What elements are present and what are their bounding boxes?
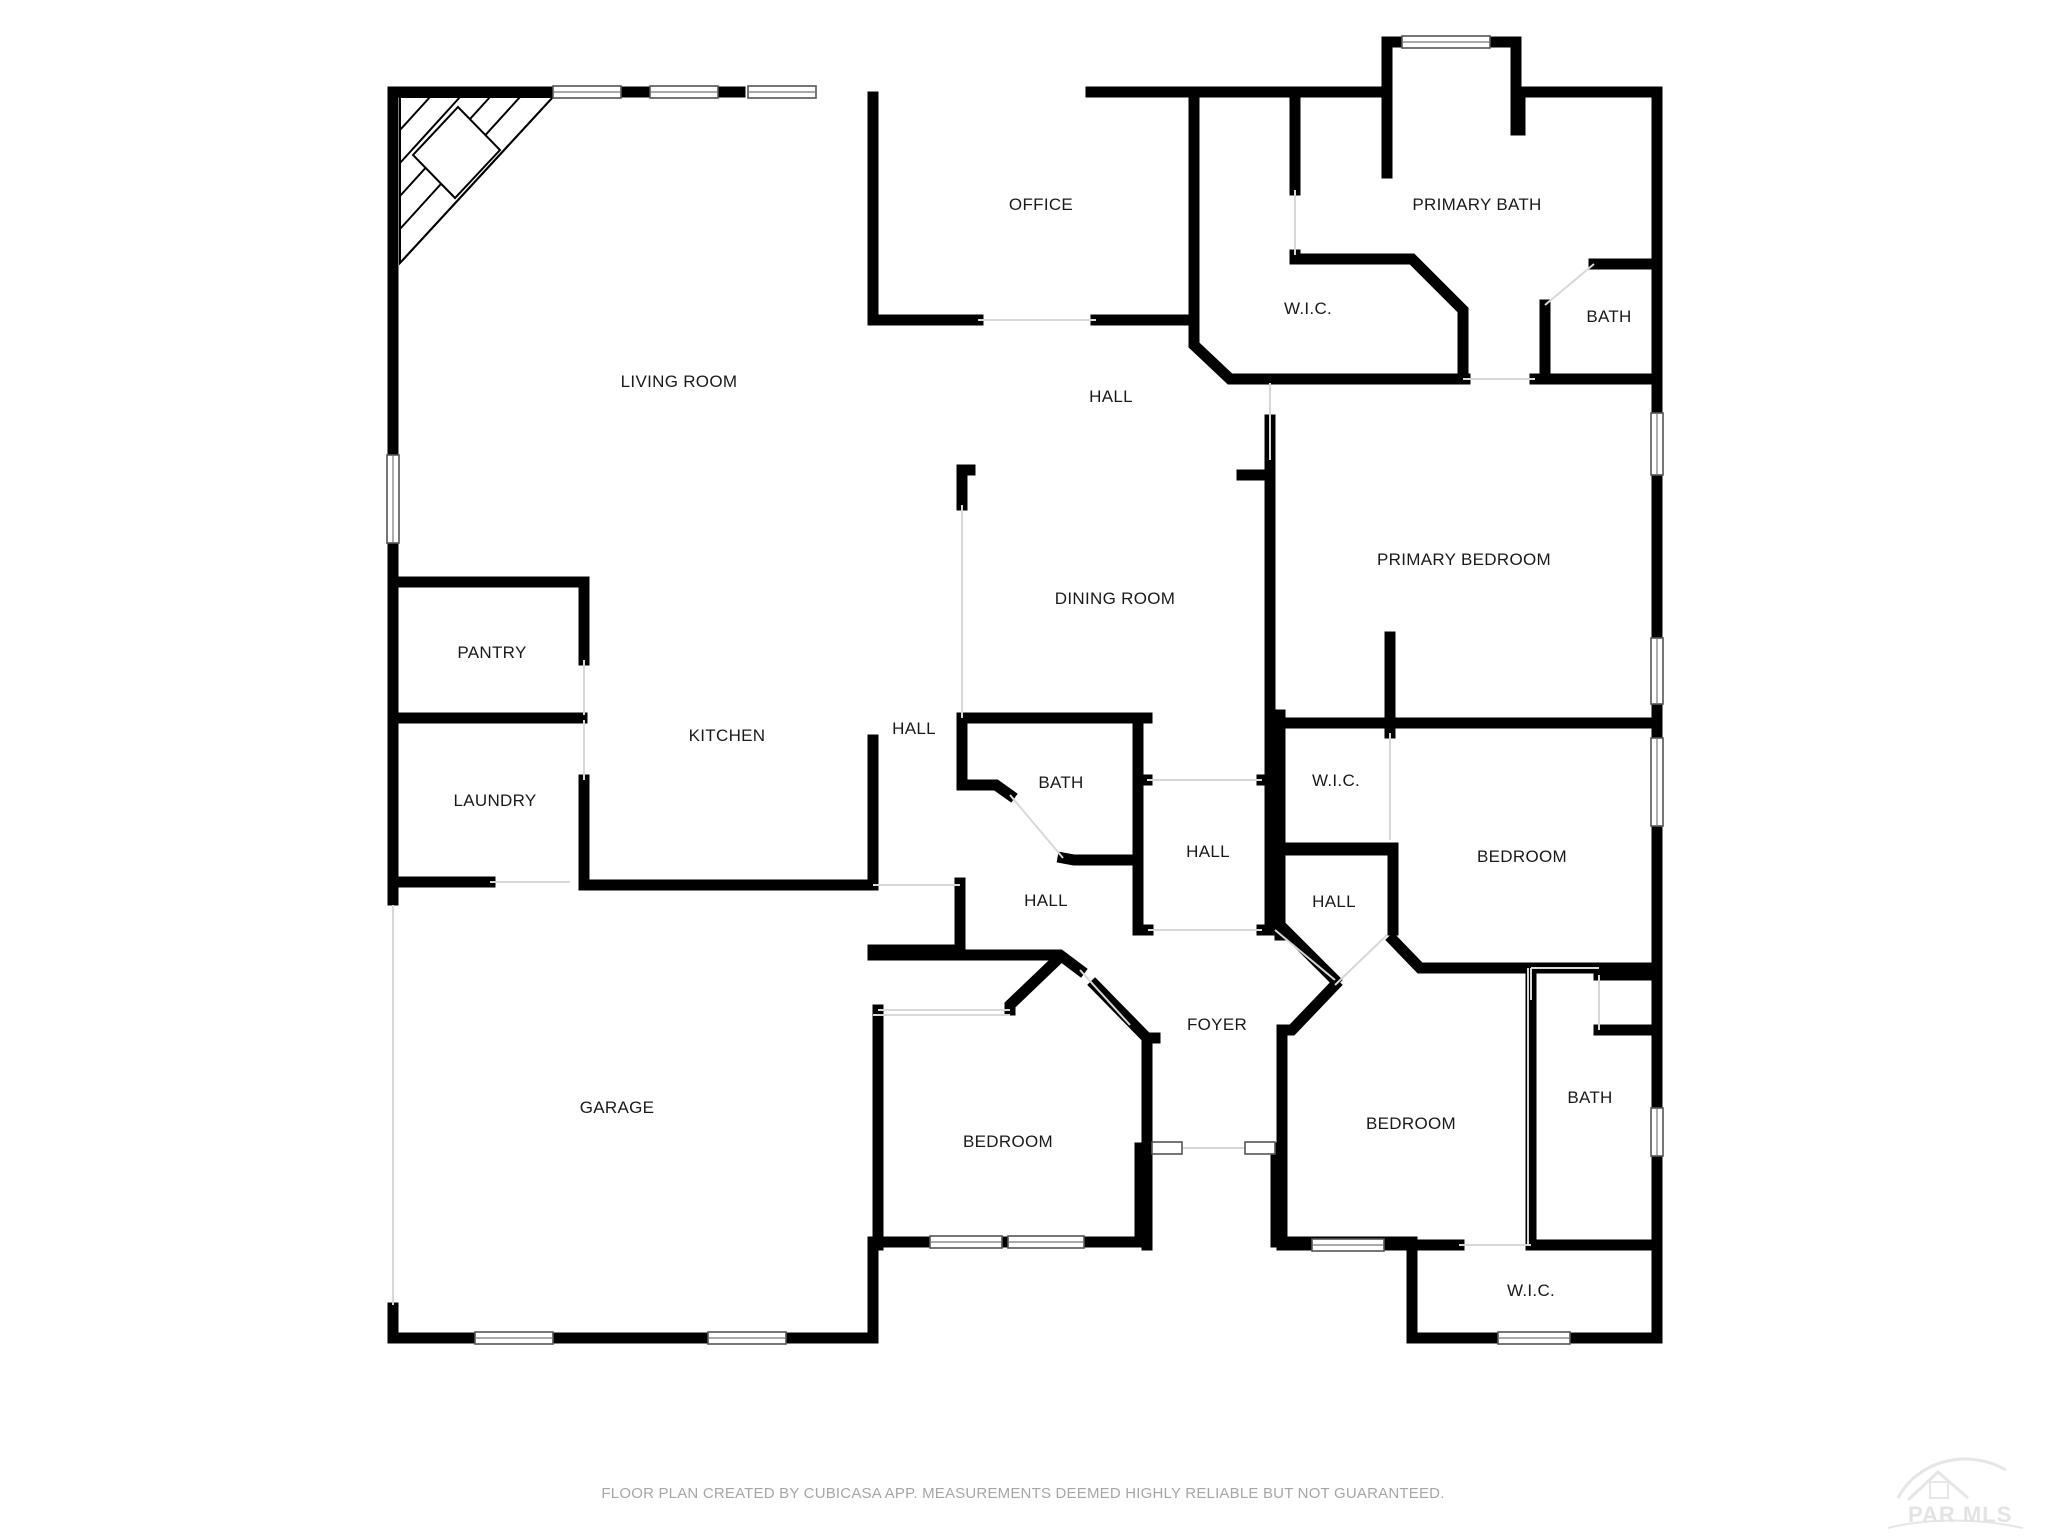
room-label-dining-room: DINING ROOM	[1054, 589, 1176, 608]
room-label-garage: GARAGE	[579, 1098, 655, 1117]
room-label-living-room: LIVING ROOM	[620, 372, 738, 391]
room-label-hall-center: HALL	[1186, 842, 1230, 861]
room-label-kitchen: KITCHEN	[688, 726, 766, 745]
room-label-primary-bedroom: PRIMARY BEDROOM	[1377, 550, 1551, 569]
room-label-wic-bottom: W.I.C.	[1506, 1281, 1556, 1300]
disclaimer-text: FLOOR PLAN CREATED BY CUBICASA APP. MEAS…	[601, 1485, 1445, 1502]
room-label-hall-top: HALL	[1089, 387, 1133, 406]
room-label-office: OFFICE	[1008, 195, 1074, 214]
room-label-bedroom-lower-left: BEDROOM	[963, 1132, 1053, 1151]
fireplace	[399, 96, 556, 266]
room-label-hall-lower-left: HALL	[1024, 891, 1068, 910]
room-label-bath-primary-small: BATH	[1586, 307, 1632, 326]
room-label-primary-bath: PRIMARY BATH	[1412, 195, 1542, 214]
doors	[392, 190, 1600, 1305]
room-label-pantry: PANTRY	[457, 643, 527, 662]
room-label-bedroom-right: BEDROOM	[1477, 847, 1567, 866]
room-label-bedroom-lower-right: BEDROOM	[1366, 1114, 1456, 1133]
room-label-bath-right: BATH	[1567, 1088, 1613, 1107]
room-label-laundry: LAUNDRY	[453, 791, 537, 810]
room-label-bath-center: BATH	[1038, 773, 1084, 792]
room-label-wic-middle: W.I.C.	[1311, 771, 1361, 790]
watermark-logo-text: PAR MLS	[1908, 1502, 2013, 1527]
room-label-wic-primary: W.I.C.	[1283, 299, 1333, 318]
windows	[386, 35, 1664, 1345]
room-label-foyer: FOYER	[1186, 1015, 1248, 1034]
room-label-hall-kitchen: HALL	[892, 719, 936, 738]
watermark-logo-icon	[1887, 1457, 2024, 1529]
room-label-hall-lower-right: HALL	[1312, 892, 1356, 911]
